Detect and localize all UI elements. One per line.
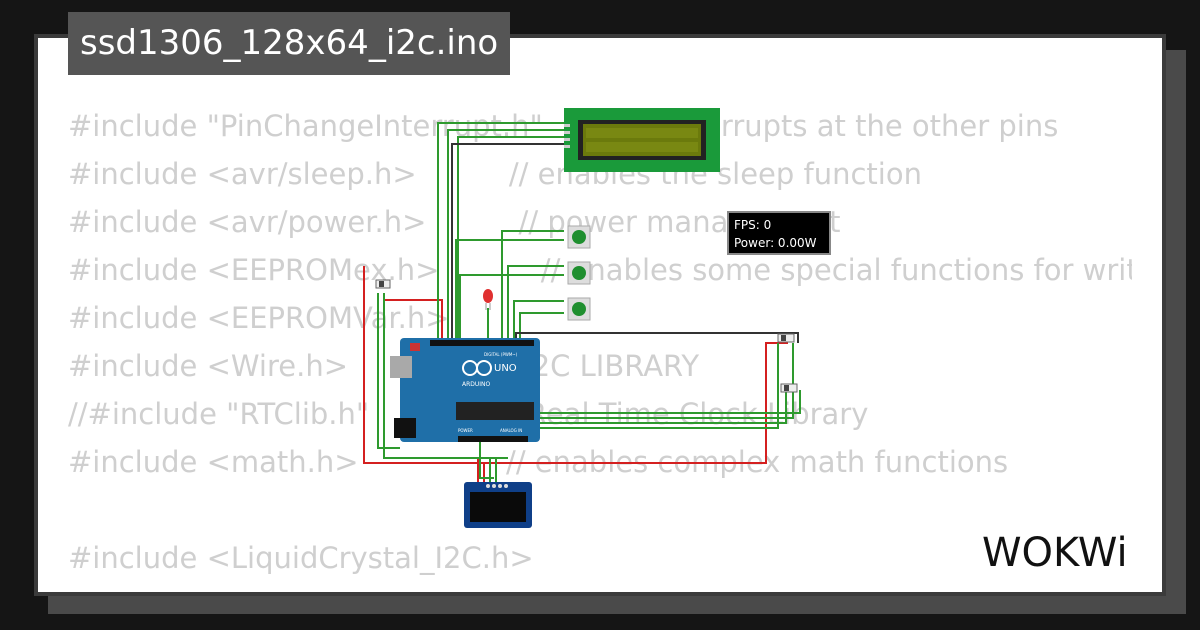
header-digital: DIGITAL (PWM~)	[484, 352, 518, 357]
wire	[447, 129, 566, 338]
sketch-title: ssd1306_128x64_i2c.ino	[68, 12, 511, 75]
header-analog: ANALOG IN	[500, 428, 522, 433]
oled-ssd1306	[464, 482, 532, 528]
slide-switch-left	[375, 279, 391, 289]
wire	[383, 293, 443, 338]
code-line: #include <LiquidCrystal_I2C.h>	[68, 541, 534, 575]
wokwi-logo-text: WOKWi	[982, 530, 1128, 576]
lcd-display	[564, 108, 720, 172]
wire	[501, 230, 564, 338]
wire	[383, 293, 508, 459]
red-led	[483, 289, 493, 310]
wire	[519, 312, 564, 338]
power-label: Power: 0.00W	[734, 236, 817, 250]
circuit-diagram: ARDUINO UNO DIGITAL (PWM~) POWER ANALOG …	[363, 108, 801, 528]
slide-switch-right-top	[777, 333, 795, 343]
slide-switch-right-bottom	[780, 383, 798, 393]
arduino-uno-board: ARDUINO UNO DIGITAL (PWM~) POWER ANALOG …	[390, 338, 540, 442]
wire	[455, 239, 564, 338]
wire	[518, 343, 794, 419]
pushbutton-3	[567, 297, 591, 321]
code-line: #include <Wire.h> I2C LIBRARY	[68, 349, 700, 383]
wire	[515, 332, 799, 343]
simulation-stats: FPS: 0 Power: 0.00W	[727, 211, 831, 255]
pushbutton-2	[567, 261, 591, 285]
fps-label: FPS: 0	[734, 218, 772, 232]
preview-card: #include "PinChangeInterrupt.h" // the i…	[34, 34, 1166, 596]
header-power: POWER	[458, 428, 473, 433]
wire	[507, 265, 564, 338]
wokwi-logo: WOKWi	[982, 530, 1128, 576]
wire	[512, 390, 787, 424]
wire	[524, 343, 779, 429]
wire	[530, 390, 801, 414]
wire	[513, 300, 564, 338]
wire	[451, 143, 566, 338]
wire	[377, 293, 400, 449]
code-line: //#include "RTClib.h" // Real Time Clock…	[68, 397, 869, 431]
code-line: #include <EEPROMVar.h>	[68, 301, 450, 335]
wire	[437, 122, 566, 338]
wire	[459, 274, 564, 338]
wires	[363, 122, 801, 493]
board-brand: ARDUINO	[462, 381, 491, 388]
code-background: #include "PinChangeInterrupt.h" // the i…	[68, 38, 1132, 592]
code-line: #include <avr/sleep.h> // enables the sl…	[68, 157, 922, 191]
pushbutton-1	[567, 225, 591, 249]
wire	[457, 136, 566, 338]
board-model: UNO	[494, 363, 517, 374]
